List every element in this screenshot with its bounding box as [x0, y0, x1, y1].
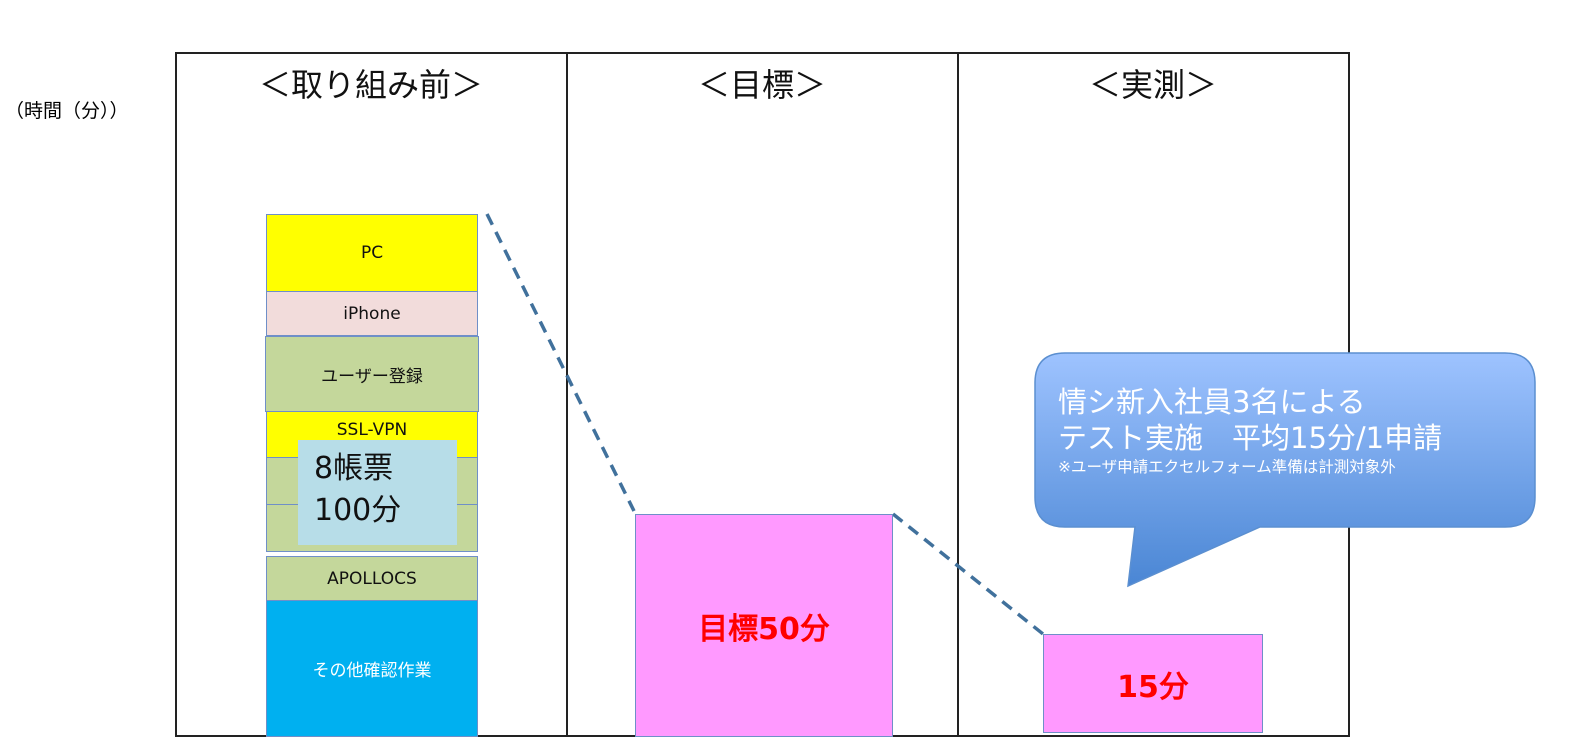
- stack-block-iphone: iPhone: [266, 291, 478, 336]
- block-label: SSL-VPN: [336, 420, 408, 440]
- target-box: 目標50分: [635, 514, 893, 737]
- callout-line-2: テスト実施 平均15分/1申請: [1058, 421, 1443, 455]
- target-label: 目標50分: [698, 611, 830, 647]
- actual-label: 15分: [1117, 669, 1189, 705]
- column-divider: [957, 52, 959, 737]
- callout-text: 情シ新入社員3名による テスト実施 平均15分/1申請 ※ユーザ申請エクセルフォ…: [1058, 384, 1442, 478]
- block-label: その他確認作業: [312, 661, 432, 681]
- actual-box: 15分: [1043, 634, 1263, 733]
- block-label: PC: [360, 243, 384, 263]
- column-divider: [566, 52, 568, 737]
- heading-before: ＜取り組み前＞: [258, 66, 483, 104]
- stack-block-user-registration: ユーザー登録: [265, 336, 479, 412]
- stack-block-apollocs: APOLLOCS: [266, 556, 478, 601]
- stack-block-other-checks: その他確認作業: [266, 600, 478, 737]
- callout-line-1: 情シ新入社員3名による: [1058, 385, 1366, 419]
- heading-actual: ＜実測＞: [1088, 66, 1217, 104]
- block-label: APOLLOCS: [327, 568, 417, 589]
- y-axis-label: （時間（分））: [5, 100, 129, 122]
- stack-block-pc: PC: [266, 214, 478, 292]
- block-label: ユーザー登録: [321, 366, 423, 387]
- block-label: iPhone: [343, 303, 401, 324]
- summary-count: 8帳票: [314, 451, 394, 486]
- summary-minutes: 100分: [314, 493, 402, 528]
- callout-bubble: [1034, 352, 1536, 588]
- heading-target: ＜目標＞: [697, 66, 826, 104]
- callout-note: ※ユーザ申請エクセルフォーム準備は計測対象外: [1058, 458, 1396, 476]
- before-summary: 8帳票 100分: [298, 440, 457, 545]
